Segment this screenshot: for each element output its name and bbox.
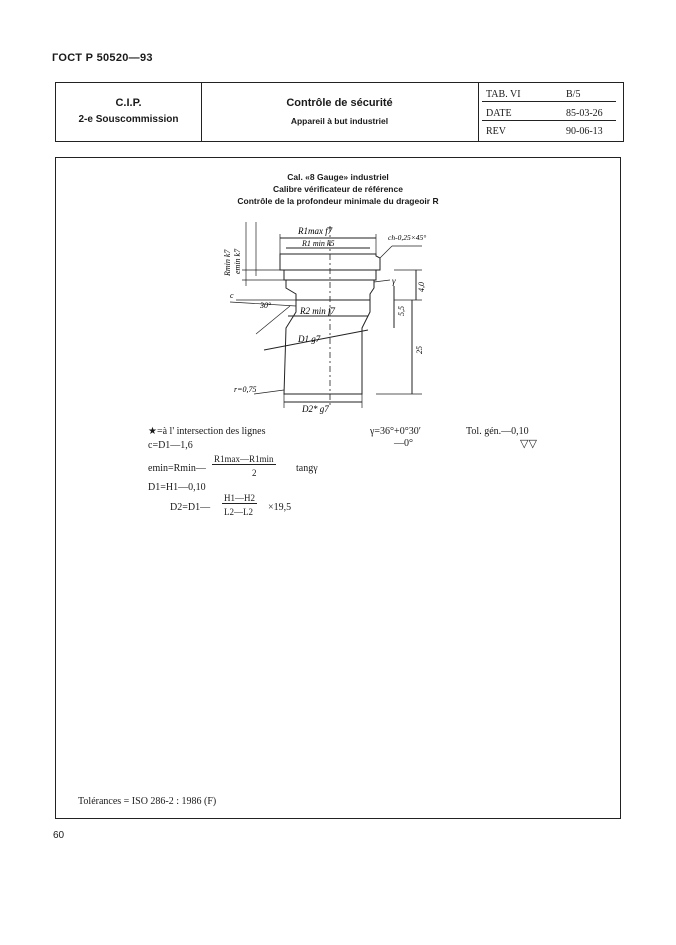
formula-d2-right: ×19,5	[268, 502, 292, 513]
label-r2min: R2 min f7	[299, 306, 335, 316]
meta-value: 85-03-26	[566, 108, 603, 119]
formula-emin-left: emin=Rmin—	[148, 463, 206, 474]
drawing-title-3: Contrôle de la profondeur minimale du dr…	[237, 196, 439, 206]
meta-key: REV	[486, 126, 506, 137]
gauge-technical-drawing: Rmin k7 emin k7 R1max f7 R1 min k5 ch-0,…	[223, 222, 426, 414]
meta-row-rev: REV 90-06-13	[478, 122, 623, 141]
drawing-title-2: Calibre vérificateur de référence	[273, 184, 403, 194]
label-r1min: R1 min k5	[301, 239, 334, 248]
meta-key: TAB. VI	[486, 89, 521, 100]
tolerance-symbol: ▽▽	[520, 438, 537, 450]
formula-emin-right: tangγ	[296, 463, 318, 474]
standard-code: ГОСТ Р 50520—93	[52, 52, 153, 64]
label-d1: D1 g7	[297, 334, 321, 344]
star-note: ★=à l' intersection des lignes	[148, 426, 266, 437]
shoulder-outline	[283, 270, 377, 281]
formula-d2-den: L2—L2	[224, 507, 253, 517]
label-c: c	[230, 291, 234, 300]
gamma-tolerance: —0°	[394, 438, 413, 449]
body-outline	[283, 300, 371, 395]
general-tolerance: Tol. gén.—0,10	[466, 426, 529, 437]
meta-row-tab: TAB. VI B/5	[478, 85, 623, 104]
label-dim-55: 5,5	[397, 306, 406, 316]
formula-emin-den: 2	[252, 468, 257, 478]
header-title-cell: Contrôle de sécurité Appareil à but indu…	[201, 83, 479, 141]
header-meta-cell: TAB. VI B/5 DATE 85-03-26 REV 90-06-13	[478, 83, 623, 141]
meta-key: DATE	[486, 108, 512, 119]
label-gamma: γ	[392, 276, 396, 286]
label-chamfer: ch-0,25×45°	[388, 233, 426, 242]
formula-d2-num: H1—H2	[222, 493, 257, 504]
meta-value: 90-06-13	[566, 126, 603, 137]
drawing-frame: Cal. «8 Gauge» industriel Calibre vérifi…	[55, 157, 621, 819]
label-dim-40: 4,0	[417, 282, 426, 292]
meta-value: B/5	[566, 89, 581, 100]
doc-title: Contrôle de sécurité	[286, 97, 393, 109]
tolerances-note: Tolérances = ISO 286-2 : 1986 (F)	[78, 796, 217, 807]
meta-divider	[482, 120, 616, 121]
meta-row-date: DATE 85-03-26	[478, 104, 623, 123]
doc-subtitle: Appareil à but industriel	[290, 116, 389, 126]
label-angle-30: 30°	[259, 301, 272, 310]
label-d2: D2* g7	[301, 404, 329, 414]
subcommission: 2-e Souscommission	[78, 114, 179, 125]
formula-d2-left: D2=D1—	[170, 502, 211, 513]
org-name: C.I.P.	[115, 97, 142, 109]
drawing-title-1: Cal. «8 Gauge» industriel	[287, 172, 389, 182]
page-number: 60	[53, 830, 65, 841]
formula-c: c=D1—1,6	[148, 440, 193, 451]
meta-divider	[482, 101, 616, 102]
label-r1max: R1max f7	[297, 226, 333, 236]
drawing-titles: Cal. «8 Gauge» industriel Calibre vérifi…	[56, 171, 620, 207]
dim-d1-line	[263, 329, 369, 351]
header-table: C.I.P. 2-e Souscommission Contrôle de sé…	[55, 82, 624, 142]
neck-outline	[285, 280, 375, 301]
label-rmin-k7: Rmin k7	[223, 249, 232, 277]
formula-emin-num: R1max—R1min	[212, 454, 276, 465]
gamma-value: γ=36°+0°30′	[370, 426, 421, 437]
label-emin-k7: emin k7	[233, 248, 242, 274]
label-dim-25: 25	[415, 346, 424, 354]
label-radius: r=0,75	[234, 385, 257, 394]
formula-d1: D1=H1—0,10	[148, 482, 206, 493]
header-org-cell: C.I.P. 2-e Souscommission	[56, 83, 202, 141]
formula-emin: emin=Rmin—	[148, 463, 206, 474]
